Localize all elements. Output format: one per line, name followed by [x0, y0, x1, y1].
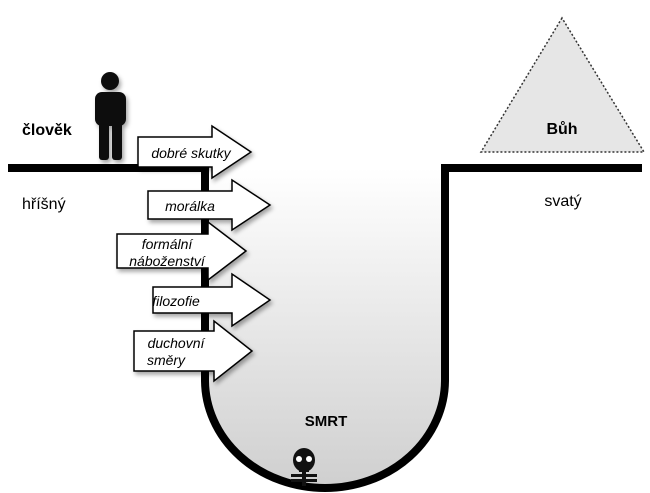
- arrow-label: filozofie: [152, 293, 200, 309]
- triangle-icon: [479, 16, 646, 153]
- arrow-label: duchovní: [148, 335, 207, 351]
- arrow-label: náboženství: [129, 253, 207, 269]
- arrow-formal-religion: formální náboženství: [116, 220, 248, 282]
- pit-fill: [205, 168, 445, 488]
- god-label: Bůh: [546, 121, 577, 138]
- sinful-label: hříšný: [22, 196, 66, 213]
- holy-label: svatý: [544, 193, 581, 210]
- arrow-morality: morálka: [147, 178, 272, 232]
- arrow-label: směry: [147, 352, 186, 368]
- arrow-philosophy: filozofie: [152, 272, 272, 328]
- arrow-spiritual-movements: duchovní směry: [133, 319, 254, 383]
- skeleton-icon: [291, 448, 317, 486]
- death-label: SMRT: [305, 413, 348, 430]
- arrow-good-deeds: dobré skutky: [137, 124, 253, 180]
- human-label: člověk: [22, 122, 72, 139]
- arrow-label: morálka: [165, 198, 215, 214]
- person-icon: [95, 72, 126, 160]
- arrow-label: formální: [142, 236, 195, 252]
- arrow-label: dobré skutky: [151, 145, 231, 161]
- chasm-outline: [201, 166, 449, 492]
